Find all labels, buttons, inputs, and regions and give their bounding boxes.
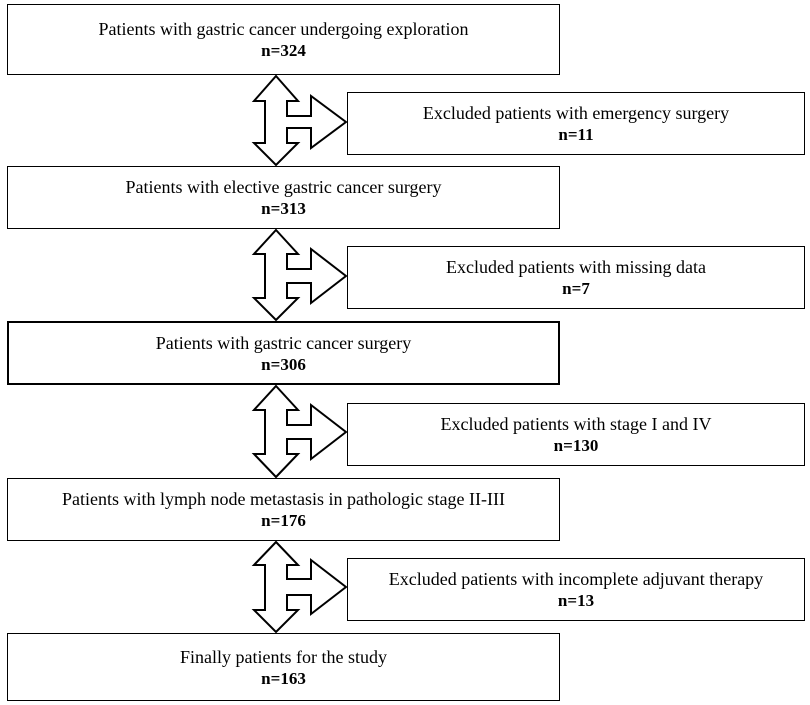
step-count: n=163 [261, 668, 306, 688]
step-box-exploration: Patients with gastric cancer undergoing … [7, 4, 560, 75]
exclusion-box-stage: Excluded patients with stage I and IV n=… [347, 403, 805, 466]
exclusion-box-adjuvant: Excluded patients with incomplete adjuva… [347, 558, 805, 621]
split-arrow-2 [251, 228, 348, 322]
step-count: n=176 [261, 511, 306, 530]
step-label: Patients with gastric cancer undergoing … [98, 19, 469, 39]
exclusion-count: n=130 [553, 436, 599, 455]
exclusion-label: Excluded patients with incomplete adjuva… [388, 569, 764, 589]
step-box-final: Finally patients for the study n=163 [7, 633, 560, 701]
exclusion-label: Excluded patients with missing data [446, 257, 706, 277]
split-arrow-3 [251, 384, 348, 479]
exclusion-box-emergency: Excluded patients with emergency surgery… [347, 92, 805, 155]
step-label: Patients with gastric cancer surgery [155, 332, 412, 353]
split-arrow-1 [251, 74, 348, 167]
step-box-elective: Patients with elective gastric cancer su… [7, 166, 560, 229]
step-label: Patients with elective gastric cancer su… [125, 177, 442, 197]
exclusion-label: Excluded patients with emergency surgery [422, 103, 730, 123]
step-count: n=313 [261, 199, 306, 218]
step-box-surgery: Patients with gastric cancer surgery n=3… [7, 321, 560, 385]
step-label: Patients with lymph node metastasis in p… [62, 489, 505, 509]
exclusion-box-missing-data: Excluded patients with missing data n=7 [347, 246, 805, 309]
step-count: n=306 [261, 354, 306, 374]
split-arrow-4 [251, 540, 348, 634]
exclusion-label: Excluded patients with stage I and IV [440, 414, 712, 434]
exclusion-count: n=13 [557, 591, 595, 610]
step-box-lymph-node: Patients with lymph node metastasis in p… [7, 478, 560, 541]
exclusion-count: n=11 [558, 125, 594, 144]
exclusion-count: n=7 [562, 279, 590, 298]
step-count: n=324 [261, 41, 306, 60]
step-label: Finally patients for the study [180, 646, 387, 667]
